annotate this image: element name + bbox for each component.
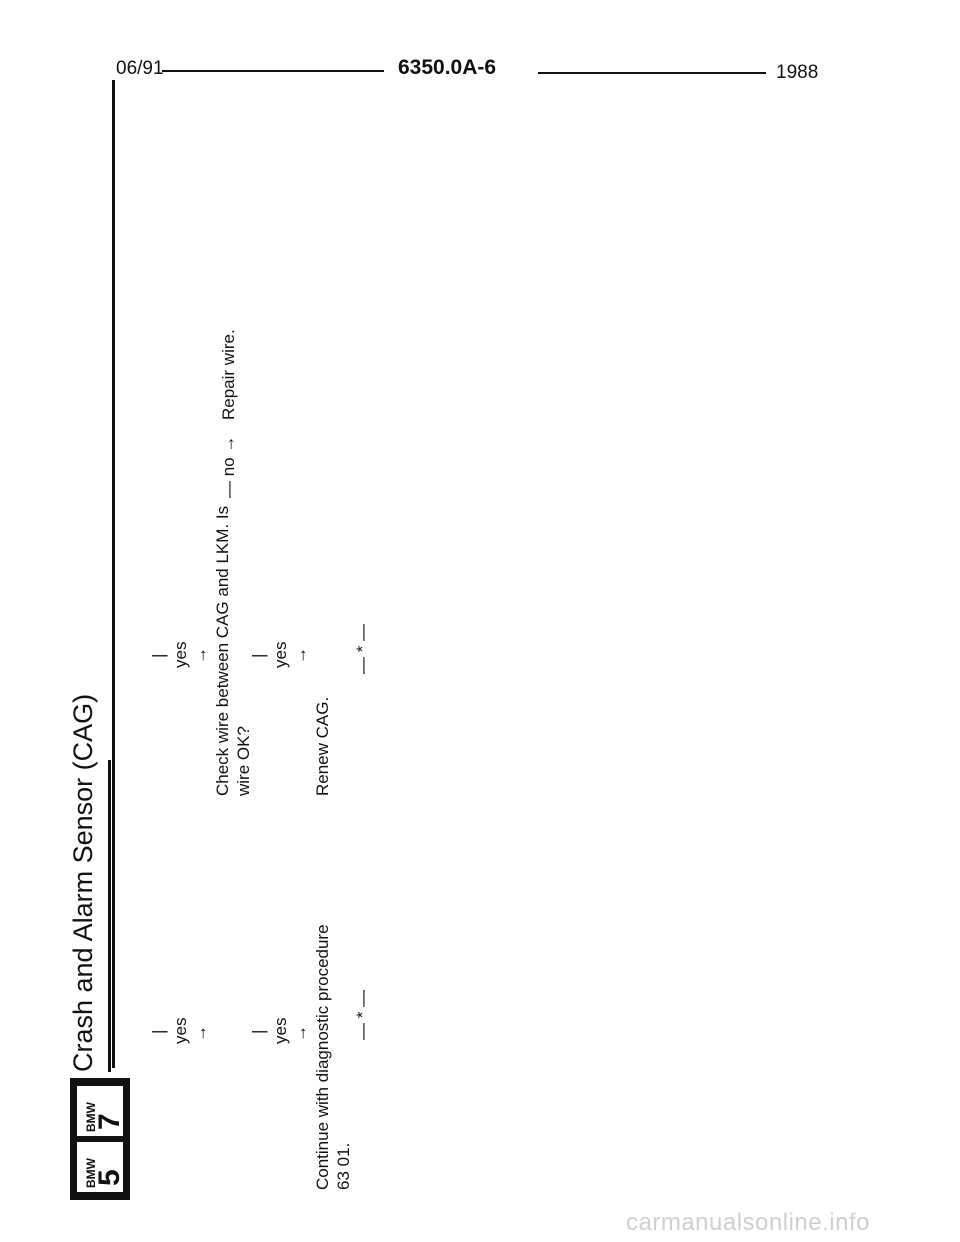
flow-left-arrow-2: → [291,1025,310,1042]
flow-left-bar-2: | [249,1029,268,1034]
flow-left-end-marker: — * — [353,989,372,1040]
flow-left-bar-1: | [149,1029,168,1034]
flow-right-yes-2: yes [271,641,290,668]
bmw-7-series: 7 [93,1113,126,1130]
header-year: 1988 [776,62,819,83]
page-title: Crash and Alarm Sensor (CAG) [68,693,98,1072]
flow-right-bar-1: | [149,653,168,658]
watermark: carmanualsonline.info [626,1209,870,1236]
header-rule-right [538,72,766,74]
flow-right-yes-1: yes [171,641,190,668]
header-rule-left [162,70,384,72]
bmw-5-series: 5 [93,1169,126,1186]
flow-right-bar-2: | [249,653,268,658]
header-document-code: 6350.0A-6 [398,56,497,79]
flow-right-arrow-1: → [191,647,210,664]
flow-check-wire-line2: wire OK? [234,726,253,796]
bmw-5-logo: BMW 5 [75,1140,126,1194]
flow-left-yes-2: yes [271,1017,290,1044]
margin-rule [112,80,115,1068]
flow-right-arrow-2: → [291,647,310,664]
flow-repair-wire: Repair wire. [219,329,238,420]
flow-continue-line1: Continue with diagnostic procedure [313,924,332,1190]
flow-no-branch: — no → [219,435,238,498]
title-underline [108,760,111,1072]
flow-check-wire-line1: Check wire between CAG and LKM. Is [213,505,232,796]
flow-left-yes-1: yes [171,1017,190,1044]
bmw-7-logo: BMW 7 [75,1084,126,1138]
flow-renew-cag: Renew CAG. [313,696,332,796]
flow-continue-line2: 63 01. [334,1142,353,1190]
bmw-logo-group: BMW 7 BMW 5 [70,1078,130,1200]
header-date: 06/91 [116,58,164,79]
flow-right-end-marker: — * — [353,623,372,674]
flow-left-arrow-1: → [191,1025,210,1042]
